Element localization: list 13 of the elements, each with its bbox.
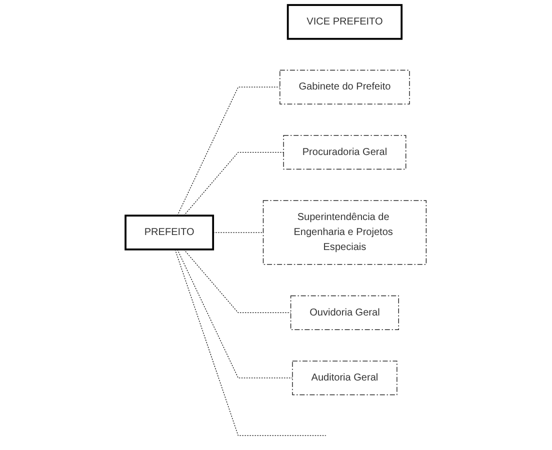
node-box: Procuradoria Geral [283,135,406,170]
node-box: Superintendência de Engenharia e Projetos Especiais [263,200,427,265]
connector [177,249,293,378]
connector [177,86,280,216]
connector [174,249,326,436]
connector [184,249,292,314]
node-box: Auditoria Geral [292,360,398,396]
connector [184,152,284,216]
node-box: VICE PREFEITO [287,4,403,40]
node-box: PREFEITO [124,214,214,250]
node-box: Ouvidoria Geral [290,296,400,330]
node-box: Gabinete do Prefeito [280,70,410,104]
connector [212,232,264,233]
